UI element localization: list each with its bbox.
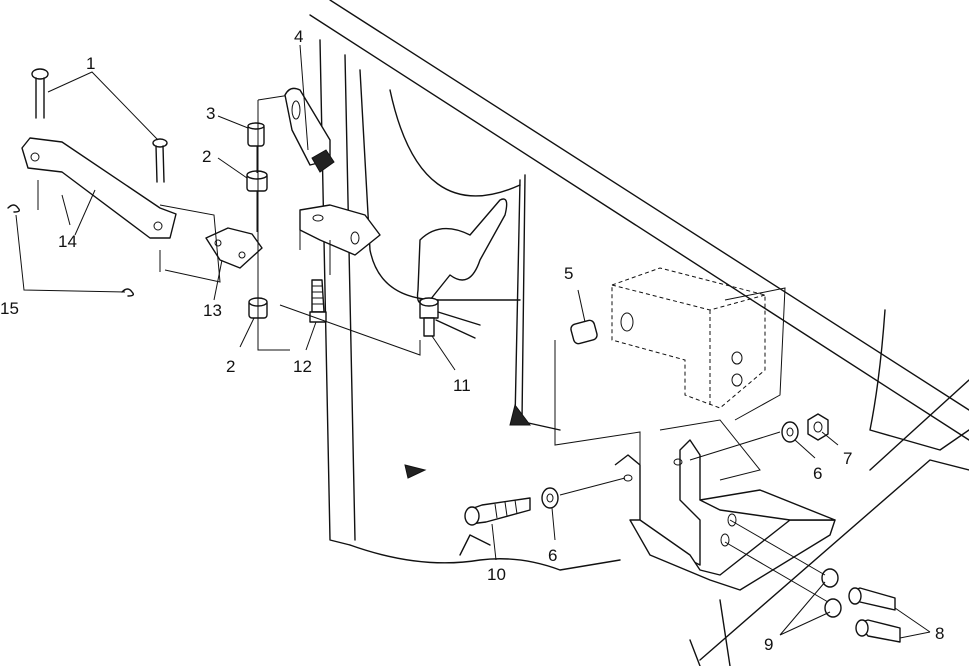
part-1-pin-left — [31, 68, 49, 119]
part-7-nut — [807, 413, 829, 441]
part-3-bushing — [247, 122, 265, 147]
callout-3: 3 — [206, 104, 216, 123]
callout-2-upper: 2 — [202, 147, 212, 166]
axis-lines-8-9 — [724, 519, 829, 603]
part-9-washer-upper — [821, 568, 839, 588]
callout-7: 7 — [843, 449, 853, 468]
part-13-bracket — [159, 204, 263, 283]
part-8-bolt-lower — [855, 619, 901, 643]
part-11-bolt — [279, 297, 481, 356]
part-6-washer-left — [541, 487, 559, 509]
lower-mounting-bracket — [614, 419, 836, 591]
body-panel — [309, 0, 969, 666]
callout-4: 4 — [294, 27, 304, 46]
callout-2-lower: 2 — [226, 357, 236, 376]
part-6-washer-right — [781, 421, 799, 443]
part-15-clip-left — [7, 204, 21, 213]
axis-line-washer — [689, 431, 781, 461]
callout-15: 15 — [0, 299, 19, 318]
callout-11: 11 — [453, 376, 471, 395]
callout-1: 1 — [86, 54, 96, 73]
leader-1 — [47, 71, 159, 141]
axis-line-bolt — [559, 477, 626, 496]
part-2-spacer-upper — [246, 170, 268, 192]
part-8-bolt-upper — [848, 587, 896, 611]
leader-lines — [74, 44, 931, 639]
leader-15 — [15, 214, 126, 293]
callout-13: 13 — [203, 301, 222, 320]
callout-12: 12 — [293, 357, 312, 376]
part-15-clip-right — [121, 288, 135, 297]
hinge-plate — [299, 204, 381, 275]
callout-10: 10 — [487, 565, 506, 584]
callout-6-left: 6 — [548, 546, 558, 565]
part-14-link-arm — [21, 137, 177, 272]
callout-9: 9 — [764, 635, 774, 654]
callout-8: 8 — [935, 624, 945, 643]
dashed-block — [554, 267, 786, 470]
callout-5: 5 — [564, 264, 574, 283]
part-1-pin-right — [152, 138, 168, 183]
callout-14: 14 — [58, 232, 77, 251]
part-12-screw — [309, 279, 327, 323]
callout-6-right: 6 — [813, 464, 823, 483]
part-10-bolt — [464, 497, 531, 526]
part-4-hinge — [284, 87, 335, 173]
part-5-insert — [570, 312, 634, 345]
